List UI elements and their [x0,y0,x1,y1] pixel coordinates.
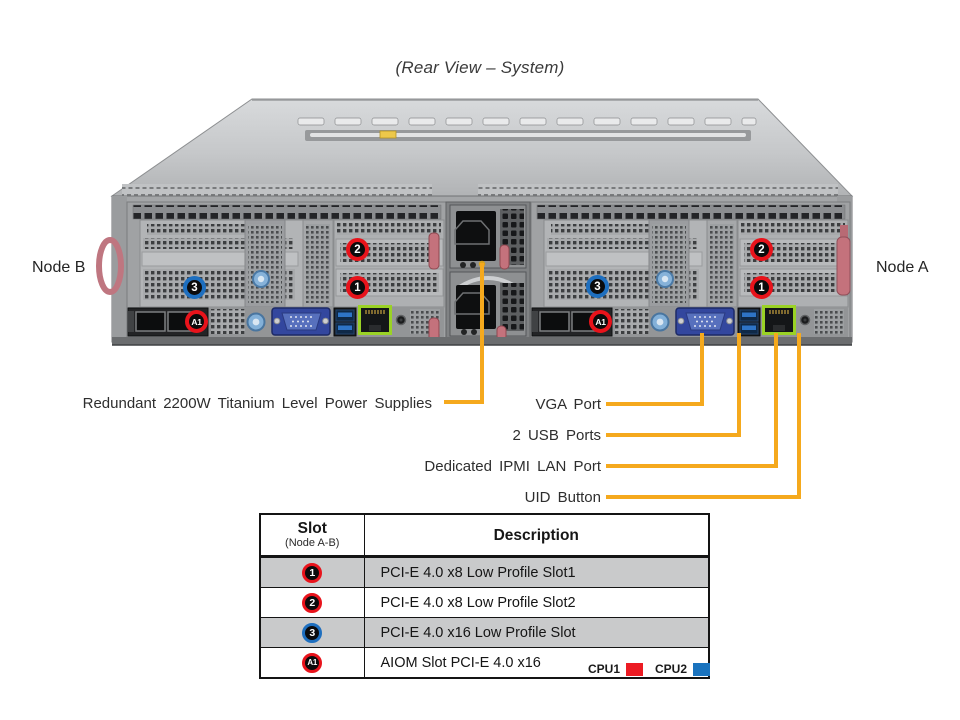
slot-badge-node-b-3: 3 [183,276,206,299]
cpu2-label: CPU2 [655,662,688,676]
callout-line-power [444,263,484,404]
slot-badge-node-a-2: 2 [750,238,773,261]
table-row: 3 PCI-E 4.0 x16 Low Profile Slot [259,617,710,648]
node-a-panel [529,200,852,340]
psu-bay [428,201,531,343]
psu-module-bottom [449,271,527,337]
table-header-row: Slot (Node A-B) Description [259,513,710,558]
slot-badge-a1: A1 [302,652,323,673]
node-b-panel [125,200,448,340]
legend-item-cpu1: CPU1 [588,662,644,676]
callout-power-supplies: Redundant 2200W Titanium Level Power Sup… [82,395,432,412]
callout-lines [444,263,801,499]
description-column-header: Description [363,513,710,558]
legend-item-cpu2: CPU2 [655,662,711,676]
table-row: A1 AIOM Slot PCI-E 4.0 x16 [259,647,710,679]
callout-usb-ports: 2 USB Ports [512,427,601,444]
slot-badge-node-b-1: 1 [346,276,369,299]
slot-column-header: Slot (Node A-B) [259,513,365,558]
psu-release-latches [428,232,510,343]
slot-header-subtitle: (Node A-B) [285,537,340,549]
slot-description: PCI-E 4.0 x8 Low Profile Slot1 [363,556,710,588]
callout-uid-button: UID Button [524,489,601,506]
cpu2-color-swatch [693,662,711,676]
slot-description: PCI-E 4.0 x16 Low Profile Slot [363,617,710,648]
table-row: 1 PCI-E 4.0 x8 Low Profile Slot1 [259,556,710,588]
cpu-legend: CPU1 CPU2 [588,662,711,676]
node-pull-ring [96,237,124,295]
callout-vga-port: VGA Port [535,396,601,413]
slot-badge-node-a-1: 1 [750,276,773,299]
callout-ipmi-lan-port: Dedicated IPMI LAN Port [424,458,601,475]
right-latch [836,225,851,296]
slot-description: PCI-E 4.0 x8 Low Profile Slot2 [363,587,710,618]
table-row: 2 PCI-E 4.0 x8 Low Profile Slot2 [259,587,710,618]
node-a-label: Node A [876,259,929,276]
slot-badge-node-b-a1: A1 [185,310,208,333]
slot-header-title: Slot [297,520,327,537]
chassis-lid [110,98,854,197]
callout-line-ipmi [606,333,778,468]
cpu1-color-swatch [626,662,644,676]
slot-badge-1: 1 [302,562,323,583]
callout-line-vga [606,333,704,406]
warning-sticker [379,130,397,139]
slot-description: AIOM Slot PCI-E 4.0 x16 [363,647,710,679]
callout-line-uid [606,333,801,499]
slot-badge-node-a-a1: A1 [589,310,612,333]
slot-badge-node-b-2: 2 [346,238,369,261]
slot-table: Slot (Node A-B) Description 1 PCI-E 4.0 … [259,513,710,679]
psu-module-top [449,204,527,269]
cpu1-label: CPU1 [588,662,621,676]
slot-badge-3: 3 [302,622,323,643]
node-b-label: Node B [32,259,86,276]
slot-badge-2: 2 [302,592,323,613]
page-title: (Rear View – System) [395,58,565,77]
callout-line-usb [606,333,741,437]
slot-badge-node-a-3: 3 [586,275,609,298]
